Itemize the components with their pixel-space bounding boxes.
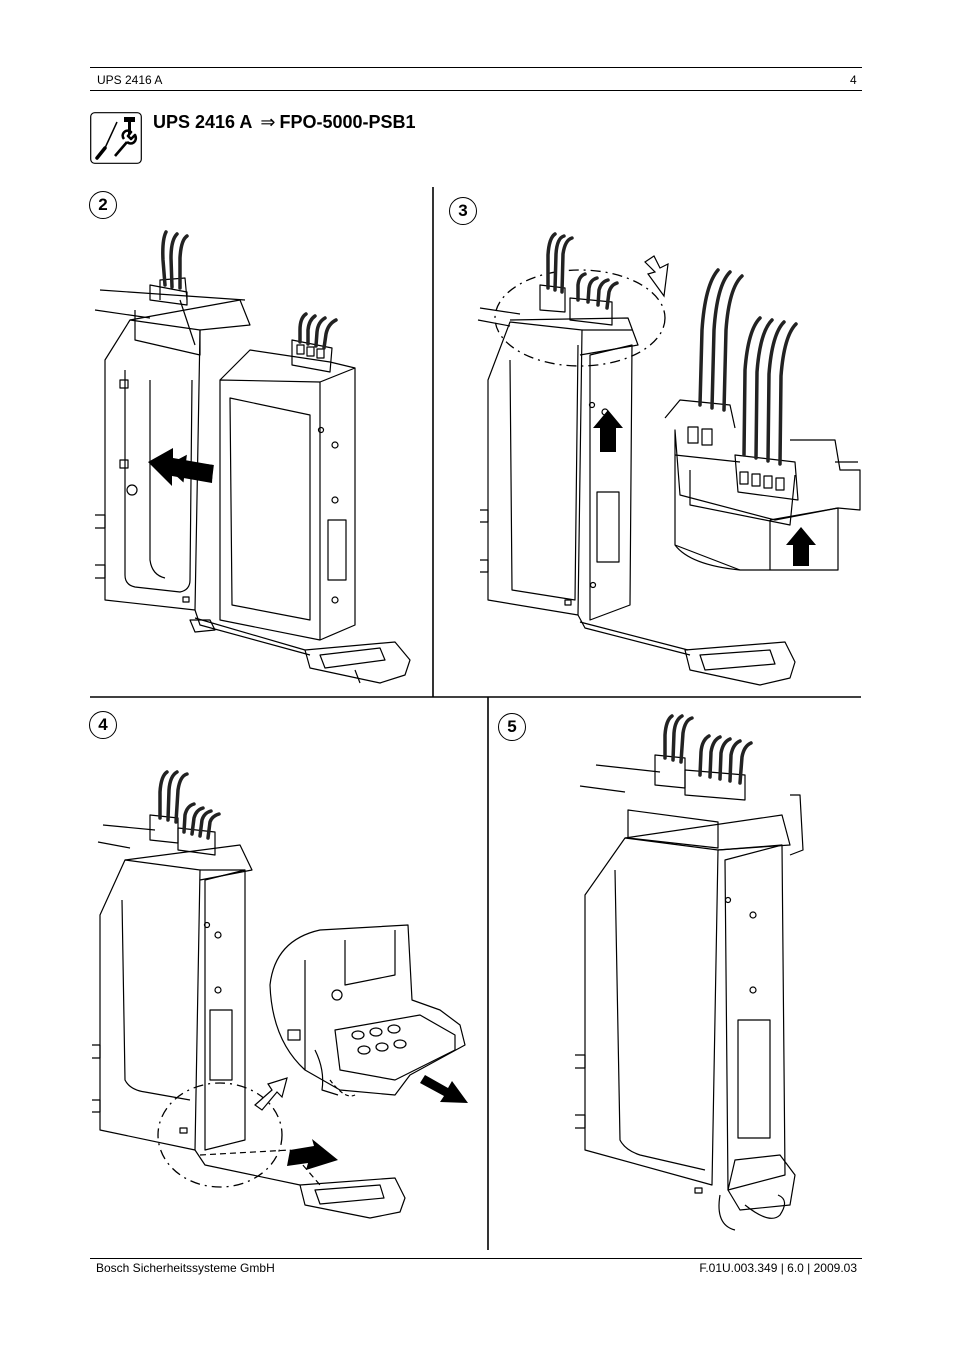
panel-step-4 <box>92 814 466 1219</box>
title-target: FPO-5000-PSB1 <box>279 112 416 132</box>
title-arrow: ⇒ <box>260 112 276 132</box>
panel-step-2 <box>94 277 411 684</box>
step-badge-4: 4 <box>89 711 117 739</box>
step-badge-2: 2 <box>89 191 117 219</box>
header-top-rule <box>90 67 862 68</box>
footer-rule <box>90 1258 862 1259</box>
screwdriver-wrench-icon <box>90 112 142 164</box>
lift-up-arrow-icon <box>786 527 816 566</box>
push-left-arrow-icon <box>148 448 213 486</box>
header-page-number: 4 <box>850 73 857 87</box>
unplug-outline-arrow-icon <box>644 255 669 298</box>
panel-step-5 <box>575 754 804 1231</box>
header-bottom-rule <box>90 90 862 91</box>
push-connector-arrow-icon <box>420 1075 468 1103</box>
page-title: UPS 2416 A ⇒FPO-5000-PSB1 <box>153 112 416 133</box>
step-badge-3: 3 <box>449 197 477 225</box>
pull-up-arrow-icon <box>593 410 623 452</box>
footer-doc-ref: F.01U.003.349 | 6.0 | 2009.03 <box>699 1261 857 1275</box>
header-product: UPS 2416 A <box>97 73 163 87</box>
title-source: UPS 2416 A <box>153 112 253 132</box>
footer-company: Bosch Sicherheitssysteme GmbH <box>96 1261 275 1275</box>
zoom-outline-arrow-icon <box>254 1077 288 1111</box>
panel-step-3 <box>477 269 861 686</box>
insert-connector-arrow-icon <box>287 1139 338 1170</box>
step-badge-5: 5 <box>498 713 526 741</box>
